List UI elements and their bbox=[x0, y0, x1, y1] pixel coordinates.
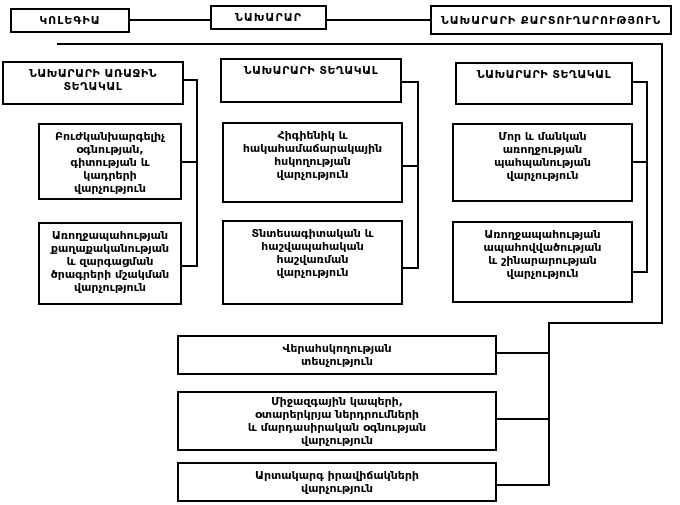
box-collegium: ԿՈԼԵԳԻԱ bbox=[10, 8, 130, 33]
connector-col1-vertical bbox=[196, 79, 198, 267]
secretariat-label: ՆԱԽԱՐԱՐԻ ՔԱՐՏՈՒՂԱՐՈՒԹՅՈՒՆ bbox=[440, 13, 662, 27]
dept-economic-accounting-label: Տնտեսագիտական և հաշվապահական հաշվառման վ… bbox=[251, 227, 374, 279]
collegium-label: ԿՈԼԵԳԻԱ bbox=[39, 14, 101, 27]
deputy-minister-2-label: ՆԱԽԱՐԱՐԻ ՏԵՂԱԿԱԼ bbox=[476, 68, 612, 81]
box-dept-preventive-care: Բուժկանխարգելիչ օգնության, գիտության և կ… bbox=[38, 123, 182, 200]
box-dept-provision-construction: Առողջապահության ապահովվածության և շինարա… bbox=[452, 221, 633, 303]
box-first-deputy-minister: ՆԱԽԱՐԱՐԻ ԱՌԱՋԻՆ ՏԵՂԱԿԱԼ bbox=[2, 61, 184, 105]
dept-health-policy-label: Առողջապահության քաղաքականության և զարգաց… bbox=[50, 229, 170, 294]
deputy-minister-1-label: ՆԱԽԱՐԱՐԻ ՏԵՂԱԿԱԼ bbox=[243, 64, 379, 77]
minister-label: ՆԱԽԱՐԱՐ bbox=[235, 11, 302, 24]
box-dept-international-relations: Միջազգային կապերի, օտարերկրյա ներդրումնե… bbox=[177, 391, 497, 451]
connector-main-horizontal bbox=[57, 43, 663, 45]
connector-col2-vertical bbox=[417, 81, 419, 269]
connector-col2-header-stub bbox=[402, 81, 419, 83]
dept-international-relations-label: Միջազգային կապերի, օտարերկրյա ներդրումնե… bbox=[247, 395, 427, 447]
connector-col3-dept2-stub bbox=[633, 271, 648, 273]
first-deputy-minister-label: ՆԱԽԱՐԱՐԻ ԱՌԱՋԻՆ ՏԵՂԱԿԱԼ bbox=[28, 67, 158, 93]
connector-col3-header-stub bbox=[633, 81, 648, 83]
box-dept-emergency-situations: Արտակարգ իրավիճակների վարչություն bbox=[177, 462, 497, 502]
connector-col2-dept2-stub bbox=[403, 267, 419, 269]
box-oversight-inspectorate: Վերահսկողության տեսչություն bbox=[177, 335, 497, 375]
box-dept-mother-child-health: Մոր և մանկան առողջության պահպանության վա… bbox=[452, 123, 633, 202]
box-deputy-minister-2: ՆԱԽԱՐԱՐԻ ՏԵՂԱԿԱԼ bbox=[455, 62, 633, 105]
connector-col2-dept1-stub bbox=[403, 165, 419, 167]
box-dept-economic-accounting: Տնտեսագիտական և հաշվապահական հաշվառման վ… bbox=[222, 220, 403, 305]
connector-bottom-stub-1 bbox=[497, 352, 550, 354]
connector-bottom-vertical bbox=[548, 322, 550, 486]
connector-collegium-minister bbox=[130, 19, 210, 21]
connector-bottom-stub-3 bbox=[497, 484, 550, 486]
connector-col3-dept1-stub bbox=[633, 161, 648, 163]
dept-hygiene-epidemic-label: Հիգիենիկ և հակահամաճարակային հսկողության… bbox=[242, 129, 383, 181]
box-deputy-minister-1: ՆԱԽԱՐԱՐԻ ՏԵՂԱԿԱԼ bbox=[220, 58, 402, 103]
dept-provision-construction-label: Առողջապահության ապահովվածության և շինարա… bbox=[483, 228, 602, 280]
box-minister-secretariat: ՆԱԽԱՐԱՐԻ ՔԱՐՏՈՒՂԱՐՈՒԹՅՈՒՆ bbox=[430, 5, 672, 35]
connector-col3-vertical bbox=[646, 81, 648, 273]
oversight-inspectorate-label: Վերահսկողության տեսչություն bbox=[282, 342, 392, 368]
connector-col1-dept2-stub bbox=[182, 265, 198, 267]
connector-jog-horizontal bbox=[549, 322, 663, 324]
box-dept-health-policy: Առողջապահության քաղաքականության և զարգաց… bbox=[38, 222, 182, 305]
connector-right-vertical bbox=[661, 43, 663, 324]
connector-col1-dept1-stub bbox=[182, 161, 198, 163]
dept-mother-child-health-label: Մոր և մանկան առողջության պահպանության վա… bbox=[494, 130, 591, 182]
dept-emergency-situations-label: Արտակարգ իրավիճակների վարչություն bbox=[255, 469, 419, 495]
box-minister: ՆԱԽԱՐԱՐ bbox=[210, 5, 327, 30]
connector-minister-secretariat bbox=[327, 19, 430, 21]
connector-col1-header-stub bbox=[184, 79, 198, 81]
dept-preventive-care-label: Բուժկանխարգելիչ օգնության, գիտության և կ… bbox=[54, 130, 166, 195]
box-dept-hygiene-epidemic: Հիգիենիկ և հակահամաճարակային հսկողության… bbox=[222, 122, 403, 203]
connector-bottom-stub-2 bbox=[497, 418, 550, 420]
